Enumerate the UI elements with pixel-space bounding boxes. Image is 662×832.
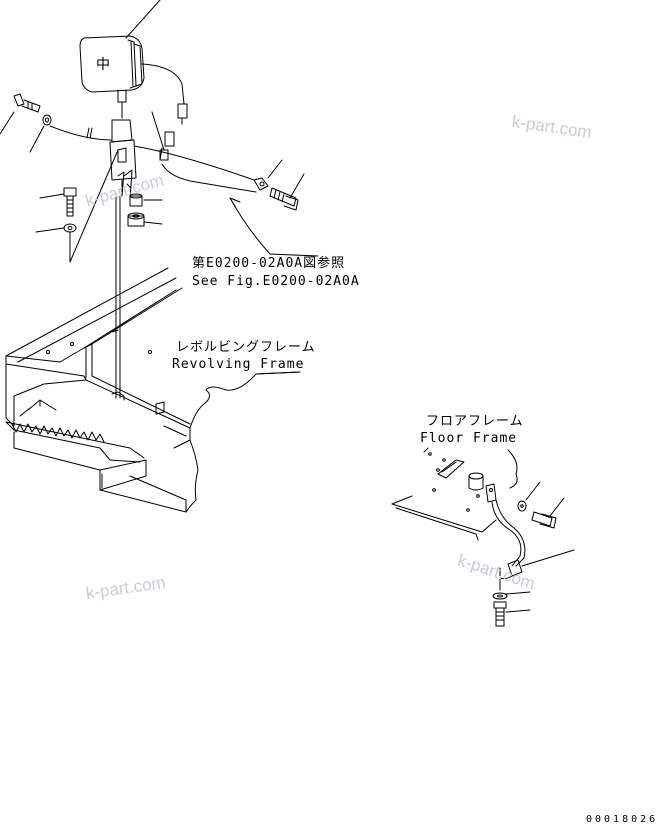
bolt-left (0, 94, 51, 152)
drawing-code: 00018026 (586, 814, 659, 825)
bolt-right (270, 174, 304, 210)
floor-frame-jp-label: フロアフレーム (426, 414, 524, 429)
see-fig-en-label: See Fig.E0200-02A0A (192, 274, 360, 289)
lamp-bracket (110, 120, 136, 200)
lamp-glyph: 中 (96, 57, 111, 73)
see-fig-arrow (230, 198, 318, 256)
floor-frame-en-label: Floor Frame (420, 431, 518, 446)
floor-frame (392, 448, 574, 626)
fastener-group (36, 150, 162, 262)
work-lamp (80, 0, 187, 124)
step-tread (12, 424, 104, 442)
revolving-frame (6, 196, 300, 512)
wire-harness (50, 112, 282, 192)
revolving-frame-en-label: Revolving Frame (172, 357, 305, 372)
see-fig-jp-label: 第E0200-02A0A図参照 (192, 256, 346, 271)
revolving-frame-leader (256, 372, 300, 374)
revolving-frame-jp-label: レボルビングフレーム (176, 340, 316, 355)
